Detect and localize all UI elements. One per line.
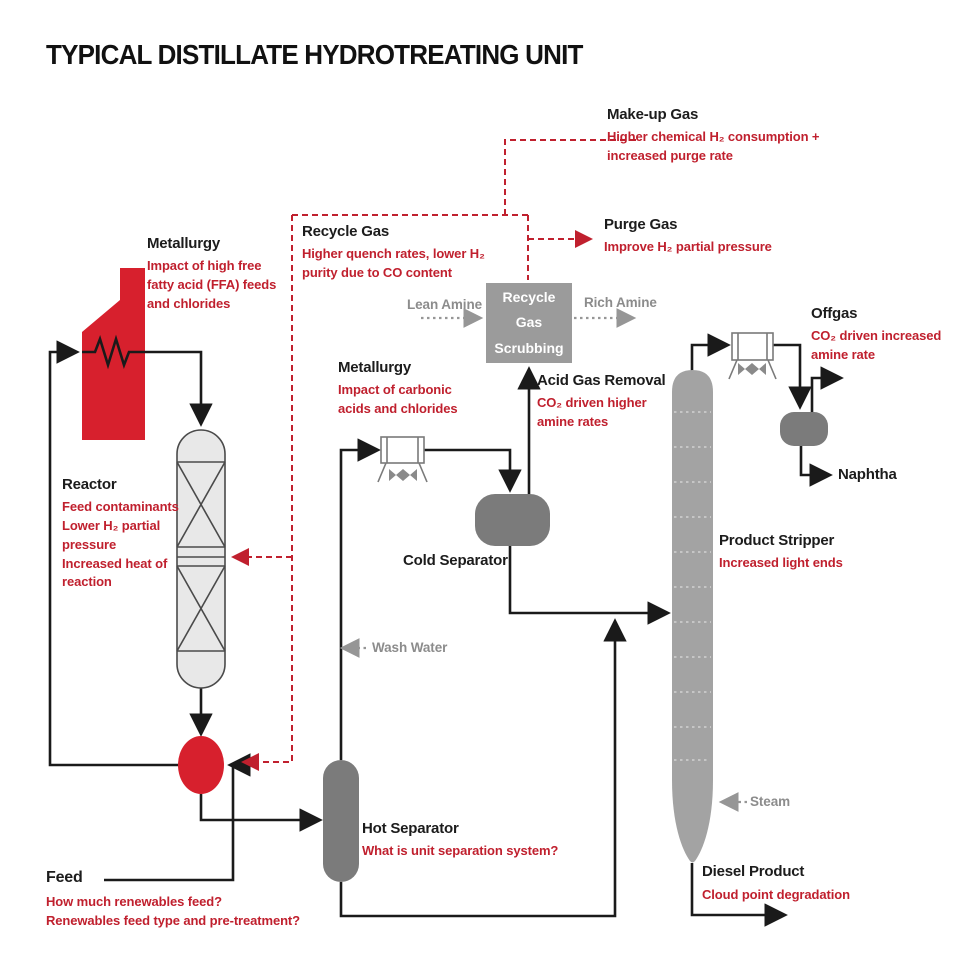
product-stripper-heading: Product Stripper (719, 532, 835, 549)
lean-amine-label: Lean Amine (407, 297, 483, 312)
purge-gas-note: Improve H₂ partial pressure (604, 239, 772, 254)
reactor-vessel (176, 429, 226, 689)
steam-label: Steam (750, 794, 791, 809)
metallurgy-feed-note: Impact of high free fatty acid (FFA) fee… (147, 258, 277, 311)
feed-line (104, 753, 251, 882)
metallurgy-overhead-note: Impact of carbonic acids and chlorides (338, 382, 458, 416)
air-cooler-icon (728, 332, 777, 380)
hot-separator-inlet-line (199, 794, 323, 832)
fan-icon (738, 363, 766, 375)
cooler2-inlet-line (690, 333, 731, 378)
cold-separator-label: Cold Separator (403, 552, 508, 569)
cooler1-inlet-line (339, 438, 381, 760)
cold-separator-inlet-line (424, 448, 522, 493)
feed-heading: Feed (46, 869, 83, 886)
air-cooler-icon (377, 436, 428, 483)
recycle-gas-heading: Recycle Gas (302, 223, 390, 240)
diesel-product-note: Cloud point degradation (702, 887, 850, 902)
hot-separator-heading: Hot Separator (362, 820, 459, 837)
hot-separator-liquid-line (339, 618, 627, 918)
hot-separator-vessel (323, 760, 359, 882)
cold-separator-vessel (475, 494, 550, 546)
reflux-drum-inlet-line (773, 343, 812, 410)
reactor-heading: Reactor (62, 476, 117, 493)
furnace-coil-icon (82, 334, 145, 370)
diesel-line (690, 863, 788, 927)
offgas-heading: Offgas (811, 305, 858, 322)
recycle-gas-note: Higher quench rates, lower H₂ purity due… (302, 246, 485, 280)
furnace-shape (82, 268, 145, 440)
naphtha-label: Naphtha (838, 466, 897, 483)
product-stripper-column (672, 370, 713, 863)
acid-gas-removal-heading: Acid Gas Removal (537, 372, 666, 389)
utility-dotted-lines (339, 308, 747, 812)
diesel-product-heading: Diesel Product (702, 863, 805, 880)
metallurgy-feed-heading: Metallurgy (147, 235, 221, 252)
reflux-drum (780, 412, 828, 446)
rich-amine-label: Rich Amine (584, 295, 657, 310)
recycle-gas-scrubber-box (486, 283, 572, 363)
metallurgy-overhead-heading: Metallurgy (338, 359, 412, 376)
offgas-note: CO₂ driven increased amine rate (811, 328, 942, 362)
stripper-feed-line (508, 546, 671, 625)
makeup-gas-note: Higher chemical H₂ consumption + increas… (607, 129, 820, 163)
fan-icon (389, 469, 417, 481)
hot-separator-note: What is unit separation system? (362, 843, 559, 858)
wash-water-label: Wash Water (372, 640, 448, 655)
makeup-gas-heading: Make-up Gas (607, 106, 699, 123)
reactor-note: Feed contaminants Lower H₂ partial press… (62, 499, 179, 590)
feed-effluent-exchanger (178, 736, 224, 794)
recycle-riser-dashed (241, 215, 293, 771)
recycle-gas-scrubber-label: Recycle Gas Scrubbing (494, 289, 564, 356)
acid-gas-removal-note: CO₂ driven higher amine rates (537, 395, 647, 429)
makeup-gas-dashed (504, 139, 636, 215)
page-title: TYPICAL DISTILLATE HYDROTREATING UNIT (46, 38, 583, 71)
offgas-line (810, 366, 844, 412)
product-stripper-note: Increased light ends (719, 555, 843, 570)
feed-note: How much renewables feed? Renewables fee… (46, 894, 300, 928)
purge-gas-heading: Purge Gas (604, 216, 678, 233)
naphtha-line (799, 446, 833, 487)
recycle-gas-dashed-lines (231, 139, 636, 771)
furnace-inlet-line (48, 340, 180, 767)
